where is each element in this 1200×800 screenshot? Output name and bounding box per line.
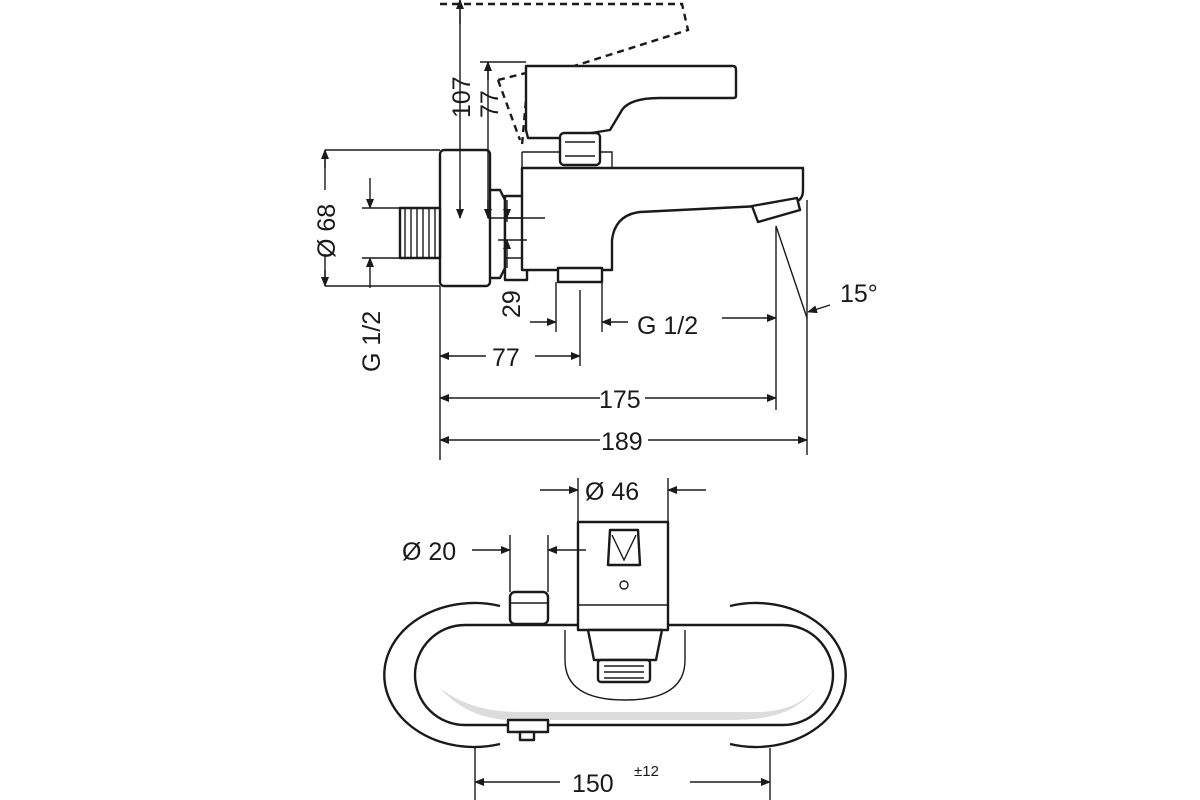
dim-thread-left: G 1/2 — [358, 311, 386, 372]
cartridge-collar — [586, 628, 664, 662]
lever-indicator — [606, 528, 642, 567]
dim-29: 29 — [498, 290, 526, 318]
dim-diameter-20: Ø 20 — [402, 538, 456, 566]
body-shading — [440, 680, 820, 721]
dim-diameter-68: Ø 68 — [313, 204, 341, 258]
diverter-button — [508, 590, 550, 626]
front-view: Ø 46 Ø 20 150 ±12 — [383, 478, 847, 800]
spout-aerator — [750, 196, 802, 224]
mixer-body-spout — [520, 166, 805, 272]
dim-77-vertical: 77 — [476, 90, 504, 118]
escutcheon-edge — [488, 188, 507, 280]
dim-angle-15: 15° — [840, 280, 878, 308]
front-lever-block — [576, 520, 670, 632]
bottom-outlet — [556, 266, 604, 284]
central-dome — [564, 630, 686, 701]
dim-77-horizontal: 77 — [492, 344, 520, 372]
dim-175: 175 — [599, 386, 641, 414]
dim-diameter-46: Ø 46 — [585, 478, 639, 506]
lever-handle — [524, 64, 738, 140]
wall-escutcheon — [438, 148, 492, 288]
dim-107: 107 — [448, 76, 476, 118]
dim-tolerance-12: ±12 — [634, 763, 659, 780]
dim-thread-right: G 1/2 — [637, 312, 698, 340]
cartridge-knob — [558, 131, 602, 167]
dim-189: 189 — [601, 428, 643, 456]
bottom-outlet-front — [506, 718, 550, 734]
wall-connection-thread — [398, 206, 442, 260]
dim-150: 150 — [572, 770, 614, 798]
side-view: 107 77 Ø 68 G 1/2 29 G 1/2 — [310, 0, 878, 460]
